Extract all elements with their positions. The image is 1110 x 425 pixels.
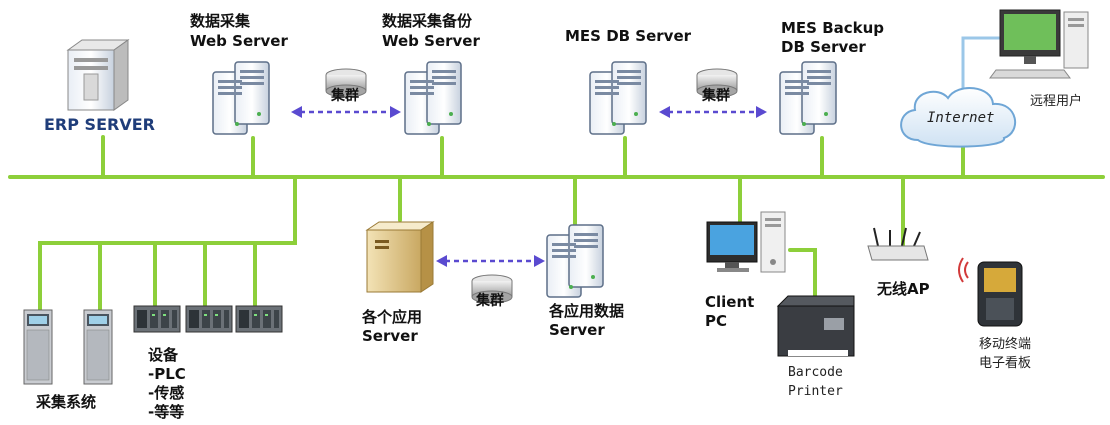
remote-user-label: 远程用户: [1030, 94, 1083, 109]
wireless-signal-icon: [958, 257, 969, 283]
dc-web-label-line2: Web Server: [190, 32, 288, 50]
app-server-icon: [365, 221, 435, 293]
arrowhead-left-1: [291, 106, 302, 118]
plc-module-2: [185, 305, 233, 333]
collection-cabinet-1: [23, 309, 53, 385]
erp-server-label: ERP SERVER: [44, 115, 155, 134]
arrowhead-right-2: [756, 106, 767, 118]
barcode-printer-label-line1: Barcode: [788, 365, 843, 380]
wireless-ap-label: 无线AP: [877, 280, 930, 298]
cluster-arrowheads: [291, 106, 767, 267]
mes-backup-label-line2: DB Server: [781, 38, 866, 56]
collection-cabinet-2: [83, 309, 113, 385]
cluster-label-2: 集群: [702, 88, 730, 104]
equipment-label-line1: 设备: [148, 346, 179, 364]
collection-system-label: 采集系统: [36, 393, 97, 411]
plc-module-3: [235, 305, 283, 333]
erp-server-icon: [66, 39, 130, 111]
client-pc-icon: [706, 211, 786, 273]
mes-backup-server-icon: [779, 61, 837, 135]
dc-backup-label-line1: 数据采集备份: [382, 12, 473, 30]
mobile-terminal-icon: [977, 261, 1023, 327]
mes-db-label: MES DB Server: [565, 27, 692, 45]
dc-backup-label-line2: Web Server: [382, 32, 480, 50]
dc-backup-server-icon: [404, 61, 462, 135]
cluster-label-1: 集群: [331, 88, 359, 104]
dc-web-server-icon: [212, 61, 270, 135]
dc-web-label-line1: 数据采集: [190, 12, 251, 30]
plc-module-1: [133, 305, 181, 333]
equipment-label-line2: -PLC: [148, 365, 186, 383]
client-pc-label-line2: PC: [705, 312, 728, 330]
cluster-label-3: 集群: [476, 293, 504, 309]
link-remote-user: [961, 36, 1002, 100]
mobile-terminal-label-line2: 电子看板: [979, 356, 1032, 371]
app-server-label-line1: 各个应用: [362, 308, 423, 326]
arrowhead-left-3: [436, 255, 447, 267]
mes-db-server-icon: [589, 61, 647, 135]
arrowhead-right-3: [534, 255, 545, 267]
field-bus: [38, 175, 297, 312]
appdata-server-label-line2: Server: [549, 321, 605, 339]
remote-user-pc-icon: [989, 9, 1089, 79]
mes-backup-label-line1: MES Backup: [781, 19, 885, 37]
mobile-terminal-label-line1: 移动终端: [979, 337, 1032, 352]
client-pc-label-line1: Client: [705, 293, 755, 311]
link-barcode-printer: [788, 248, 817, 302]
barcode-printer-label-line2: Printer: [788, 384, 843, 399]
internet-cloud-icon: [900, 86, 1017, 148]
appdata-server-label-line1: 各应用数据: [549, 302, 625, 320]
network-lines: [8, 36, 1105, 312]
equipment-label-line3: -传感: [148, 384, 185, 402]
app-server-label-line2: Server: [362, 327, 418, 345]
wireless-ap-icon: [867, 227, 929, 261]
equipment-label-line4: -等等: [148, 403, 185, 421]
barcode-printer-icon: [776, 295, 855, 357]
arrowhead-left-2: [659, 106, 670, 118]
arrowhead-right-1: [390, 106, 401, 118]
cluster-arrows: [300, 110, 758, 263]
appdata-server-icon: [546, 224, 604, 298]
internet-label: Internet: [927, 110, 995, 126]
